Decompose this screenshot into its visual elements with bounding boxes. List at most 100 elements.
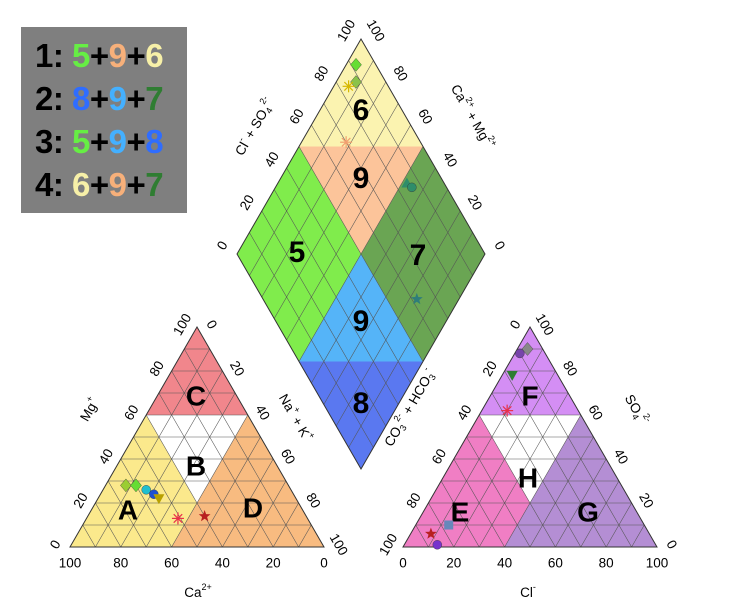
data-point (410, 292, 423, 305)
tick-label: 80 (390, 63, 411, 84)
tick-label: 80 (303, 490, 324, 511)
grid-line (491, 392, 582, 548)
grid-line (286, 124, 411, 341)
field-label-E: E (451, 496, 470, 527)
tick-label: 20 (227, 358, 248, 379)
label-part: 2+ (463, 95, 477, 109)
data-point (342, 80, 355, 93)
field-9-lower-core (299, 254, 423, 362)
tick-label: 60 (415, 106, 436, 127)
tick-label: 40 (440, 149, 461, 170)
axis-label-ca-mg: Ca2+ + Mg2+ (448, 81, 499, 152)
diamond-outline (236, 37, 486, 471)
grid-line (323, 103, 449, 319)
data-point (340, 136, 353, 149)
legend-row-2-label: 2: (35, 80, 64, 117)
data-point (407, 182, 417, 193)
grid-line (440, 480, 480, 548)
axis-label-cl: Cl- (520, 582, 536, 599)
tick-label: 80 (560, 358, 581, 379)
grid-line (247, 480, 287, 548)
data-point (350, 57, 362, 72)
label-part: Mg (77, 400, 99, 424)
axis-label-mg: Mg+ (75, 394, 102, 423)
tick-label: 0 (491, 239, 508, 253)
label-part: 2- (641, 412, 654, 424)
outlines (69, 37, 658, 548)
grid-line (261, 81, 387, 298)
grid-line (504, 370, 607, 548)
right-triangle-outline (402, 325, 658, 548)
legend-row-2-part: 7 (145, 80, 164, 117)
label-part: 3 (427, 373, 438, 382)
legend-row-3-part: 8 (145, 123, 164, 160)
asterisk-arm (343, 81, 354, 91)
legend-panel: 1: 5+9+6 2: 8+9+7 3: 5+9+8 4: 6+9+7 (21, 27, 187, 213)
field-9-upper-core (299, 146, 423, 254)
tick-label: 0 (47, 538, 64, 552)
legend-row-2-part: + (126, 80, 146, 117)
label-part: 2- (392, 411, 405, 423)
label-part: 2- (258, 94, 271, 106)
tick-label: 80 (113, 556, 128, 571)
grid-line (466, 436, 531, 548)
tick-label: 100 (364, 17, 388, 44)
tick-label: 40 (454, 402, 475, 423)
tick-label: 40 (252, 402, 273, 423)
tick-label: 40 (497, 556, 512, 571)
legend-row-4-part: + (126, 166, 146, 203)
tick-label: 100 (533, 311, 557, 338)
tick-label: 100 (646, 556, 669, 571)
tick-label: 100 (334, 17, 358, 44)
data-point (444, 520, 454, 530)
label-part: Ca (184, 585, 202, 600)
label-part: + (291, 405, 302, 415)
tick-label: 80 (311, 63, 332, 84)
tick-label: 20 (266, 556, 281, 571)
tick-label: 60 (121, 402, 142, 423)
legend-row-1-part: + (89, 37, 109, 74)
legend-row-4: 4: 6+9+7 (35, 166, 164, 203)
axis-label-ca: Ca2+ (184, 582, 212, 599)
tick-label: 20 (70, 490, 91, 511)
grid-line (133, 436, 198, 548)
tick-label: 80 (599, 556, 614, 571)
data-point (506, 371, 518, 381)
tick-label: 0 (203, 318, 220, 332)
legend-row-2-part: 8 (72, 80, 90, 117)
legend-row-1-part: + (126, 37, 146, 74)
field-label-G: G (577, 496, 599, 527)
label-part: 2+ (485, 134, 499, 148)
tick-label: 100 (170, 311, 194, 338)
grid-line (529, 436, 594, 548)
legend-row-1-part: 6 (145, 37, 164, 74)
field-label-7: 7 (410, 239, 427, 272)
tick-label: 20 (480, 358, 501, 379)
grid-line (478, 392, 569, 548)
tick-label: 60 (585, 402, 606, 423)
label-part: 4 (264, 106, 275, 115)
grid-line (311, 124, 436, 341)
tick-label: 100 (327, 531, 351, 558)
field-label-9-lower: 9 (353, 305, 370, 338)
field-label-H: H (518, 462, 538, 493)
tick-label: 40 (611, 446, 632, 467)
axis-label-na-k: Na+ + K+ (276, 390, 317, 444)
label-part: 3 (398, 423, 409, 432)
field-label-8: 8 (353, 387, 370, 420)
legend-row-1-part: 9 (108, 37, 127, 74)
asterisk-arm (502, 405, 512, 416)
grid-lines (82, 60, 645, 548)
data-point (501, 404, 514, 417)
legend-row-1-part: 5 (72, 37, 90, 74)
label-part: - (533, 582, 536, 592)
asterisk-arm (173, 513, 183, 524)
legend-row-3-label: 3: (35, 123, 64, 160)
tick-label: 20 (446, 556, 461, 571)
data-point (515, 348, 525, 359)
grid-line (517, 348, 632, 548)
label-part: + (84, 394, 95, 404)
tick-label: 60 (164, 556, 179, 571)
field-label-9-upper: 9 (353, 162, 370, 195)
